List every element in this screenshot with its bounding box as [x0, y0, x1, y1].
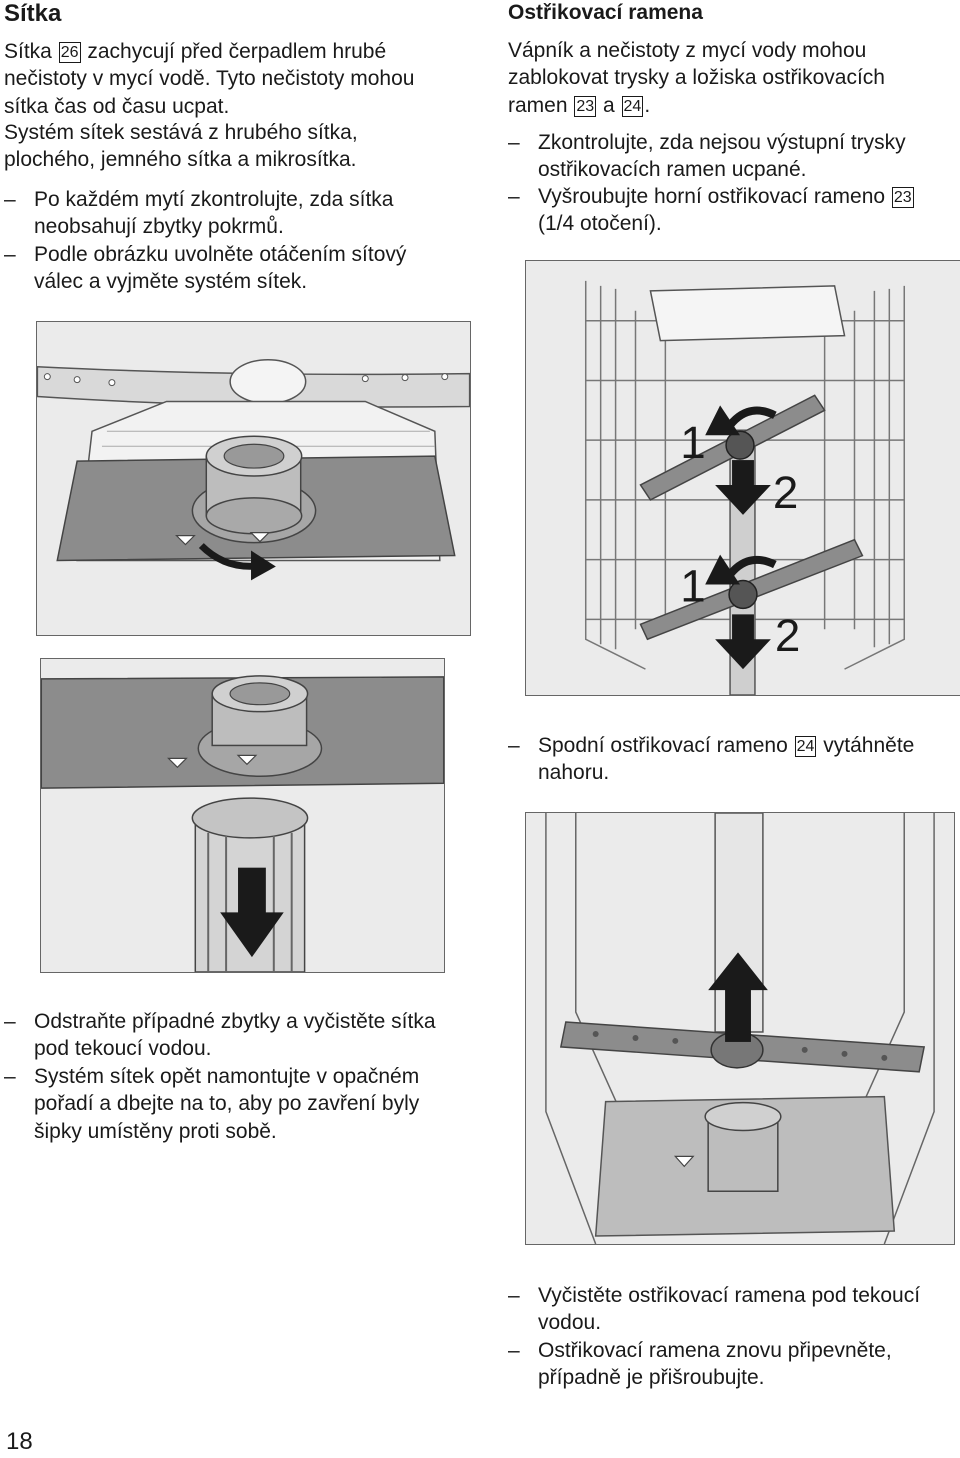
step-text: Spodní ostřikovací rameno 24 vytáhněte n…	[538, 732, 954, 787]
step-text-part: Vyšroubujte horní ostřikovací rameno	[538, 185, 891, 208]
step-text: Vyčistěte ostřikovací ramena pod tekoucí…	[538, 1284, 921, 1335]
dash-bullet: –	[508, 1339, 520, 1362]
dash-bullet: –	[4, 1065, 16, 1088]
filters-step-check: – Po každém mytí zkontrolujte, zda sítka…	[4, 186, 454, 241]
figure-upper-spray-arm: 1 2 1 2	[525, 260, 960, 696]
step-label-2: 2	[775, 610, 800, 661]
spray-arms-step-unscrew: – Vyšroubujte horní ostřikovací rameno 2…	[508, 183, 954, 238]
step-text: Odstraňte případné zbytky a vyčistěte sí…	[34, 1010, 436, 1061]
dash-bullet: –	[4, 188, 16, 211]
step-label-2: 2	[773, 467, 798, 518]
intro-text: Vápník a nečistoty z mycí vody mohou zab…	[508, 39, 885, 117]
step-text-part: vytáhněte nahoru.	[538, 734, 915, 785]
dash-bullet: –	[508, 1284, 520, 1307]
filters-intro-paragraph: Sítka 26 zachycují před čerpadlem hrubé …	[4, 38, 454, 120]
ref-number-24: 24	[621, 95, 644, 117]
filters-step-reassemble: – Systém sítek opět namontujte v opačném…	[4, 1063, 469, 1145]
section-title-filters: Sítka	[4, 0, 62, 27]
spray-arms-intro-paragraph: Vápník a nečistoty z mycí vody mohou zab…	[508, 37, 948, 119]
figure-lower-spray-arm	[525, 812, 955, 1245]
step-text: Vyšroubujte horní ostřikovací rameno 23 …	[538, 183, 954, 238]
ref-number-23: 23	[574, 95, 597, 117]
ref-number-23: 23	[891, 187, 914, 208]
filters-step-clean: – Odstraňte případné zbytky a vyčistěte …	[4, 1008, 469, 1063]
intro-text: a	[597, 93, 621, 117]
intro-text: .	[644, 93, 651, 117]
step-label-1: 1	[680, 417, 705, 468]
step-text: Podle obrázku uvolněte otáčením sítový v…	[34, 243, 407, 294]
spray-arms-step-check: – Zkontrolujte, zda nejsou výstupní trys…	[508, 129, 948, 184]
step-label-1: 1	[680, 560, 705, 611]
spray-arms-step-clean: – Vyčistěte ostřikovací ramena pod tekou…	[508, 1282, 954, 1337]
dash-bullet: –	[4, 1010, 16, 1033]
dash-bullet: –	[4, 243, 16, 266]
step-text: Ostřikovací ramena znovu připevněte, pří…	[538, 1339, 892, 1390]
ref-number-26: 26	[58, 42, 81, 63]
step-text-part: (1/4 otočení).	[538, 212, 662, 236]
spray-arms-step-reattach: – Ostřikovací ramena znovu připevněte, p…	[508, 1337, 954, 1392]
figure-filter-remove	[40, 658, 445, 973]
dash-bullet: –	[508, 734, 520, 757]
intro-text: Sítka	[4, 40, 58, 63]
step-text: Systém sítek opět namontujte v opačném p…	[34, 1065, 420, 1143]
step-text-part: Spodní ostřikovací rameno	[538, 734, 794, 757]
dash-bullet: –	[508, 185, 520, 208]
intro-text: zachycují před čerpadlem hrubé nečistoty…	[4, 40, 415, 118]
section-title-spray-arms: Ostřikovací ramena	[508, 1, 703, 24]
step-text: Po každém mytí zkontrolujte, zda sítka n…	[34, 188, 394, 239]
ref-number-24: 24	[794, 736, 817, 757]
filters-system-paragraph: Systém sítek sestává z hrubého sítka, pl…	[4, 121, 358, 172]
page-number: 18	[6, 1428, 33, 1455]
filters-step-remove: – Podle obrázku uvolněte otáčením sítový…	[4, 241, 454, 296]
dash-bullet: –	[508, 131, 520, 154]
figure-filter-unlock	[36, 321, 471, 636]
step-text: Zkontrolujte, zda nejsou výstupní trysky…	[538, 131, 906, 182]
spray-arms-step-pull-lower: – Spodní ostřikovací rameno 24 vytáhněte…	[508, 732, 954, 787]
